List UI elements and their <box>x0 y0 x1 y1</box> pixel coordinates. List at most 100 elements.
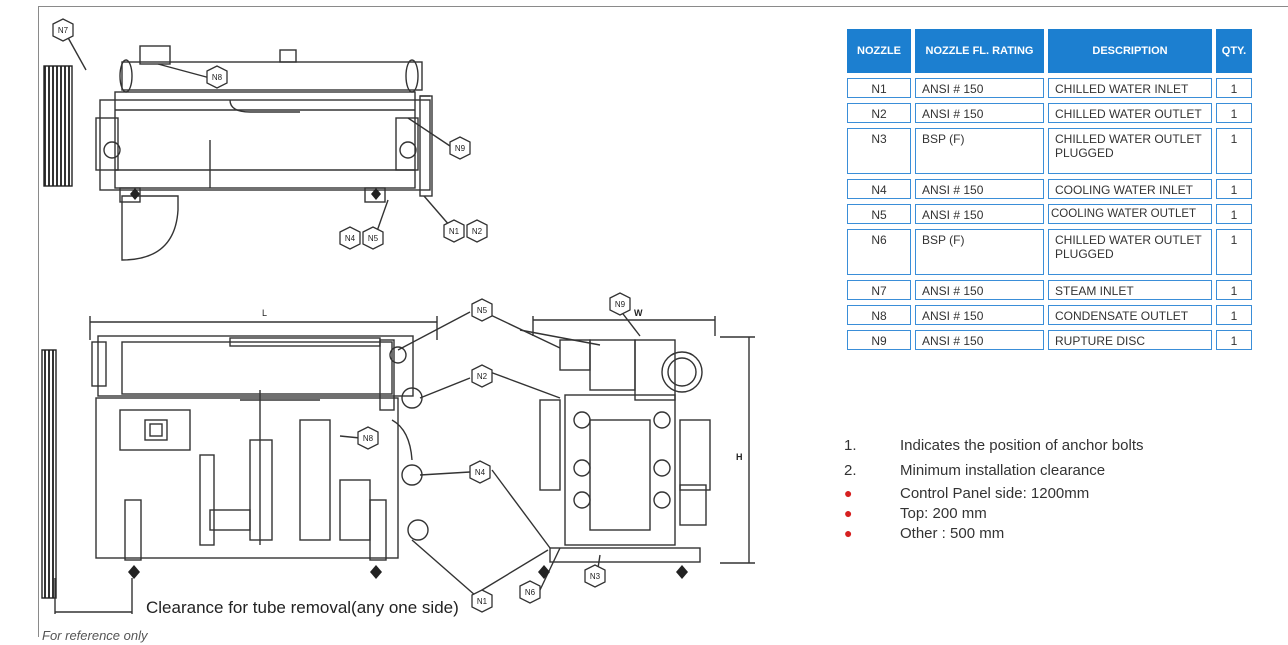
cell-qty: 1 <box>1216 204 1252 224</box>
installation-notes: 1. Indicates the position of anchor bolt… <box>844 433 1144 543</box>
callout-n5-label: N5 <box>368 234 379 243</box>
table-row: N2 ANSI # 150 CHILLED WATER OUTLET 1 <box>847 103 1252 123</box>
cell-rating: ANSI # 150 <box>915 78 1044 98</box>
cell-description: CHILLED WATER OUTLET PLUGGED <box>1048 128 1212 174</box>
cell-qty: 1 <box>1216 78 1252 98</box>
cell-nozzle: N2 <box>847 103 911 123</box>
cell-nozzle: N4 <box>847 179 911 199</box>
cell-nozzle: N3 <box>847 128 911 174</box>
callout-n1-front-label: N1 <box>477 597 488 606</box>
cell-rating: ANSI # 150 <box>915 103 1044 123</box>
nozzle-table: NOZZLE NOZZLE FL. RATING DESCRIPTION QTY… <box>843 24 1256 355</box>
cell-rating: ANSI # 150 <box>915 179 1044 199</box>
table-row: N6 BSP (F) CHILLED WATER OUTLET PLUGGED … <box>847 229 1252 275</box>
callout-n9-side: N9 <box>609 292 631 316</box>
cell-nozzle: N1 <box>847 78 911 98</box>
cell-rating: BSP (F) <box>915 229 1044 275</box>
cell-description: CHILLED WATER OUTLET PLUGGED <box>1048 229 1212 275</box>
callout-n5-front: N5 <box>471 298 493 322</box>
callout-n6-label: N6 <box>525 588 536 597</box>
cell-nozzle: N6 <box>847 229 911 275</box>
callout-n8-front-label: N8 <box>363 434 374 443</box>
clearance-label: Clearance for tube removal(any one side) <box>146 598 459 617</box>
callout-n4-label: N4 <box>345 234 356 243</box>
cell-rating: ANSI # 150 <box>915 280 1044 300</box>
table-header-row: NOZZLE NOZZLE FL. RATING DESCRIPTION QTY… <box>847 29 1252 73</box>
header-qty: QTY. <box>1216 29 1252 73</box>
callout-n7: N7 <box>52 18 74 42</box>
table-row: N1 ANSI # 150 CHILLED WATER INLET 1 <box>847 78 1252 98</box>
table-row: N8 ANSI # 150 CONDENSATE OUTLET 1 <box>847 305 1252 325</box>
cell-nozzle: N9 <box>847 330 911 350</box>
cell-description: STEAM INLET <box>1048 280 1212 300</box>
cell-rating: BSP (F) <box>915 128 1044 174</box>
callout-n7-label: N7 <box>58 26 69 35</box>
cell-rating: ANSI # 150 <box>915 305 1044 325</box>
dim-l-label: L <box>262 308 267 318</box>
cell-qty: 1 <box>1216 229 1252 275</box>
cell-description: CONDENSATE OUTLET <box>1048 305 1212 325</box>
cell-nozzle: N7 <box>847 280 911 300</box>
callout-n9-label: N9 <box>455 144 466 153</box>
table-row: N5 ANSI # 150 COOLING WATER OUTLET 1 <box>847 204 1252 224</box>
callout-n1-front: N1 <box>471 589 493 613</box>
dim-w-label: W <box>634 308 643 318</box>
cell-qty: 1 <box>1216 330 1252 350</box>
header-nozzle: NOZZLE <box>847 29 911 73</box>
callout-n5-top: N5 <box>362 226 384 250</box>
note-2: 2. Minimum installation clearance <box>844 458 1144 483</box>
callout-n1-top: N1 <box>443 219 465 243</box>
clearance-bullet: ● Top: 200 mm <box>844 503 1144 523</box>
note-2-text: Minimum installation clearance <box>900 462 1106 479</box>
bullet-text: Control Panel side: 1200mm <box>900 484 1090 502</box>
bullet-icon: ● <box>844 525 853 541</box>
cell-description: RUPTURE DISC <box>1048 330 1212 350</box>
callout-n2-top: N2 <box>466 219 488 243</box>
reference-note: For reference only <box>42 628 148 643</box>
callout-n9-side-label: N9 <box>615 300 626 309</box>
callout-n8-label: N8 <box>212 73 223 82</box>
top-view <box>43 33 451 261</box>
cell-description: COOLING WATER INLET <box>1048 179 1212 199</box>
chiller-drawing: L W H N7 N8 N9 N4 N5 N1 N2 N5 N2 N4 <box>41 18 755 614</box>
clearance-bullet: ● Control Panel side: 1200mm <box>844 483 1144 503</box>
cell-rating: ANSI # 150 <box>915 204 1044 224</box>
front-view <box>41 311 477 614</box>
callout-n4-front-label: N4 <box>475 468 486 477</box>
callout-n5-front-label: N5 <box>477 306 488 315</box>
drawing-frame <box>38 6 1288 637</box>
note-1-text: Indicates the position of anchor bolts <box>900 437 1144 454</box>
cell-description: COOLING WATER OUTLET <box>1048 204 1212 224</box>
bullet-text: Other : 500 mm <box>900 524 1005 542</box>
cell-qty: 1 <box>1216 305 1252 325</box>
callout-n1-label: N1 <box>449 227 460 236</box>
note-1: 1. Indicates the position of anchor bolt… <box>844 433 1144 458</box>
table-row: N4 ANSI # 150 COOLING WATER INLET 1 <box>847 179 1252 199</box>
note-2-number: 2. <box>844 462 857 479</box>
callout-n8-front: N8 <box>357 426 379 450</box>
cell-qty: 1 <box>1216 280 1252 300</box>
cell-description: CHILLED WATER INLET <box>1048 78 1212 98</box>
callout-n3-label: N3 <box>590 572 601 581</box>
table-row: N9 ANSI # 150 RUPTURE DISC 1 <box>847 330 1252 350</box>
bullet-icon: ● <box>844 485 853 501</box>
bullet-icon: ● <box>844 505 853 521</box>
header-rating: NOZZLE FL. RATING <box>915 29 1044 73</box>
header-description: DESCRIPTION <box>1048 29 1212 73</box>
table-row: N7 ANSI # 150 STEAM INLET 1 <box>847 280 1252 300</box>
cell-rating: ANSI # 150 <box>915 330 1044 350</box>
callout-n3: N3 <box>584 564 606 588</box>
cell-description: CHILLED WATER OUTLET <box>1048 103 1212 123</box>
table-row: N3 BSP (F) CHILLED WATER OUTLET PLUGGED … <box>847 128 1252 174</box>
cell-qty: 1 <box>1216 128 1252 174</box>
callout-n9-top: N9 <box>449 136 471 160</box>
anchor-bolts <box>128 188 688 579</box>
cell-qty: 1 <box>1216 179 1252 199</box>
cell-nozzle: N5 <box>847 204 911 224</box>
cell-nozzle: N8 <box>847 305 911 325</box>
bullet-text: Top: 200 mm <box>900 504 987 522</box>
note-1-number: 1. <box>844 437 857 454</box>
callout-n4-top: N4 <box>339 226 361 250</box>
callout-n2-label: N2 <box>472 227 483 236</box>
callout-n8-top: N8 <box>206 65 228 89</box>
